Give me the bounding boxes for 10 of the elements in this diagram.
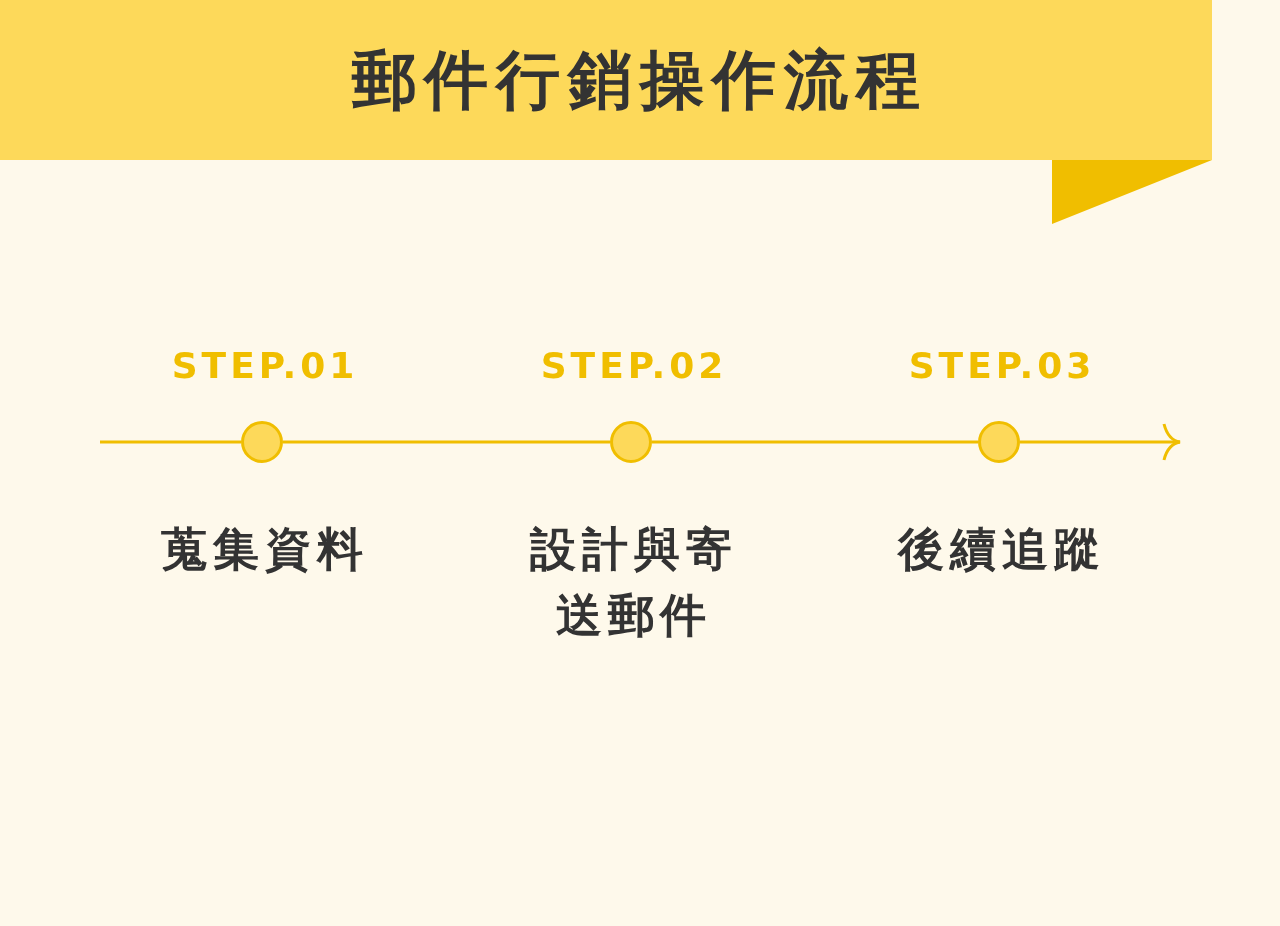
step-label: STEP.01 [170, 344, 360, 388]
timeline-line [283, 440, 610, 444]
step-title: 設計與寄送郵件 [528, 521, 739, 644]
timeline-line [100, 440, 241, 444]
step-label: STEP.03 [907, 344, 1097, 388]
step-title: 後續追蹤 [896, 521, 1107, 578]
step-label: STEP.02 [539, 344, 729, 388]
step-title: 蒐集資料 [160, 521, 370, 578]
timeline-line [652, 440, 978, 444]
title: 郵件行銷操作流程 [350, 42, 929, 118]
